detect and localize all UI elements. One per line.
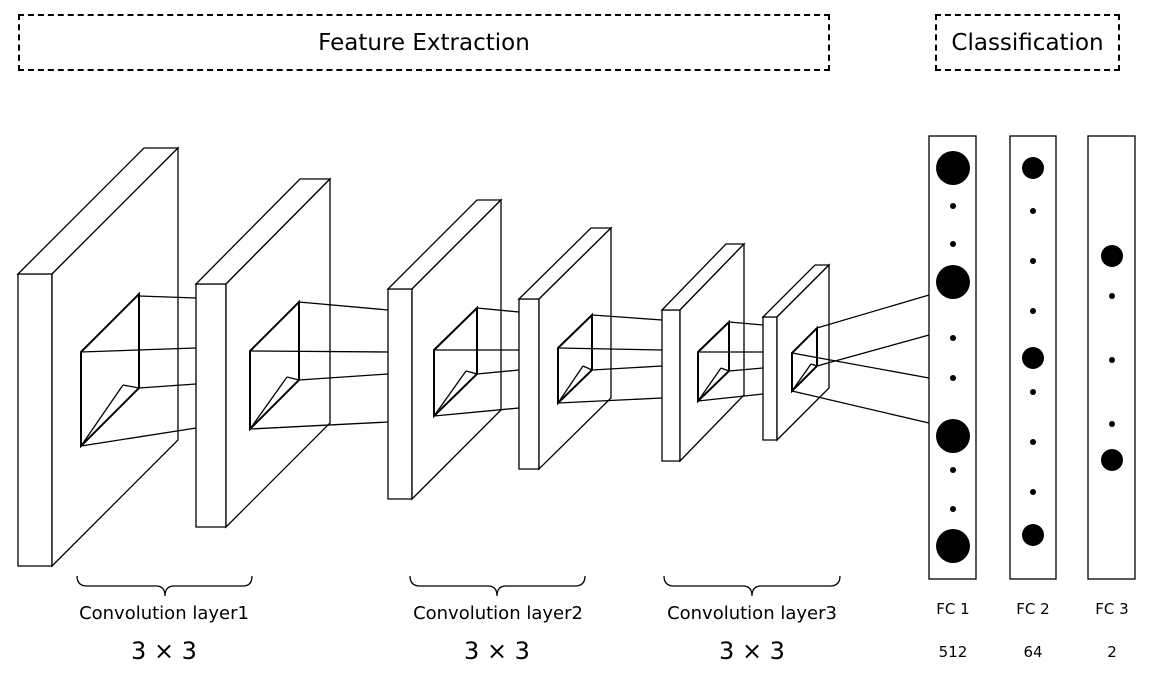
conv-layer3-label: Convolution layer3 bbox=[667, 603, 837, 624]
fc1-column bbox=[928, 135, 977, 580]
conv-layer1-label: Convolution layer1 bbox=[79, 603, 249, 624]
conv-layer2-kernel: 3 × 3 bbox=[464, 637, 530, 665]
feature-map-1a bbox=[16, 146, 180, 568]
classification-box: Classification bbox=[935, 14, 1120, 71]
fc1-units: 512 bbox=[938, 643, 968, 661]
connections-1 bbox=[80, 295, 197, 447]
fc2-name: FC 2 bbox=[1016, 600, 1050, 618]
feature-extraction-box: Feature Extraction bbox=[18, 14, 830, 71]
fc3-name: FC 3 bbox=[1095, 600, 1129, 618]
connections-fc bbox=[791, 294, 930, 424]
classification-title: Classification bbox=[951, 29, 1104, 56]
fc3-neurons bbox=[1101, 245, 1123, 471]
conv-layer3-kernel: 3 × 3 bbox=[719, 637, 785, 665]
feature-extraction-title: Feature Extraction bbox=[318, 29, 530, 56]
feature-map-3b bbox=[761, 263, 831, 442]
connections-2 bbox=[249, 301, 389, 430]
fc2-neurons bbox=[1022, 157, 1044, 546]
fc1-neurons bbox=[936, 151, 970, 563]
fc3-units: 2 bbox=[1107, 643, 1117, 661]
conv-layer1-kernel: 3 × 3 bbox=[131, 637, 197, 665]
brace-conv1 bbox=[76, 575, 253, 597]
brace-conv2 bbox=[409, 575, 586, 597]
fc1-name: FC 1 bbox=[936, 600, 970, 618]
connections-3 bbox=[433, 307, 520, 417]
conv-layer2-label: Convolution layer2 bbox=[413, 603, 583, 624]
feature-map-1b bbox=[194, 177, 332, 529]
fc2-units: 64 bbox=[1023, 643, 1043, 661]
brace-conv3 bbox=[663, 575, 841, 597]
connections-4 bbox=[557, 314, 663, 404]
connections-5 bbox=[697, 321, 764, 402]
